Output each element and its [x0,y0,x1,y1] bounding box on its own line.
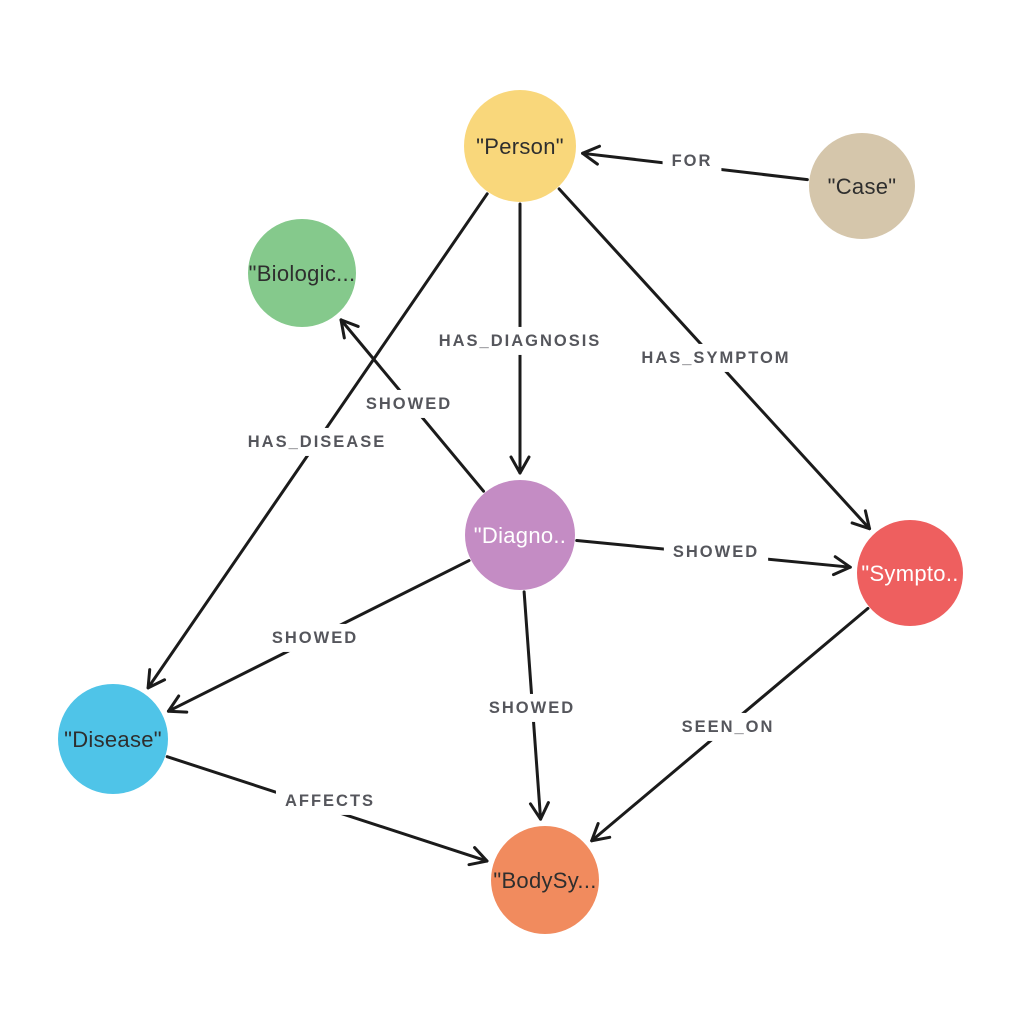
node-circle-bodysystem[interactable] [491,826,599,934]
edge-label-showed-diagnosis-biological[interactable]: SHOWED [366,395,452,413]
edge-label-has_diagnosis-person-diagnosis[interactable]: HAS_DIAGNOSIS [439,332,602,350]
node-label-person: "Person" [476,134,564,159]
node-diagnosis[interactable]: "Diagno.. [465,480,575,590]
node-disease[interactable]: "Disease" [58,684,168,794]
edge-label-has_disease-person-disease[interactable]: HAS_DISEASE [248,433,386,451]
node-circle-disease[interactable] [58,684,168,794]
node-circle-symptom[interactable] [857,520,963,626]
edge-label-showed-diagnosis-disease[interactable]: SHOWED [272,629,358,647]
edge-label-background [275,786,385,815]
node-circle-diagnosis[interactable] [465,480,575,590]
node-circle-person[interactable] [464,90,576,202]
edge-label-background [479,693,585,722]
node-label-case: "Case" [828,174,897,199]
node-case[interactable]: "Case" [809,133,915,239]
node-biological[interactable]: "Biologic... [248,219,356,327]
edge-label-background [356,389,462,418]
edge-label-background [672,712,784,741]
nodes-layer: "Person" "Case" "Biologic... "Diagno.. "Symp… [58,90,963,934]
edge-label-background [262,623,368,652]
edge-label-background [238,427,396,456]
edge-label-background [429,326,611,355]
node-label-disease: "Disease" [64,727,162,752]
node-label-symptom: "Sympto.. [861,561,958,586]
edge-labels-layer: FOR HAS_DIAGNOSIS HAS_SYMPTOM SHOWED HAS_DIS… [238,146,800,815]
node-bodysystem[interactable]: "BodySy... [491,826,599,934]
node-person[interactable]: "Person" [464,90,576,202]
node-circle-biological[interactable] [248,219,356,327]
edge-label-background [663,537,769,566]
edge-label-showed-diagnosis-bodysystem[interactable]: SHOWED [489,699,575,717]
node-label-diagnosis: "Diagno.. [474,523,566,548]
edge-label-showed-diagnosis-symptom[interactable]: SHOWED [673,543,759,561]
node-circle-case[interactable] [809,133,915,239]
node-label-biological: "Biologic... [249,261,356,286]
edge-label-for-case-person[interactable]: FOR [672,152,713,170]
edge-label-background [662,146,722,175]
edge-label-has_symptom-person-symptom[interactable]: HAS_SYMPTOM [641,349,790,367]
edge-label-background [632,343,800,372]
edge-label-affects-disease-bodysystem[interactable]: AFFECTS [285,792,375,810]
node-label-bodysystem: "BodySy... [493,868,596,893]
edge-label-seen_on-symptom-bodysystem[interactable]: SEEN_ON [682,718,775,736]
node-symptom[interactable]: "Sympto.. [857,520,963,626]
